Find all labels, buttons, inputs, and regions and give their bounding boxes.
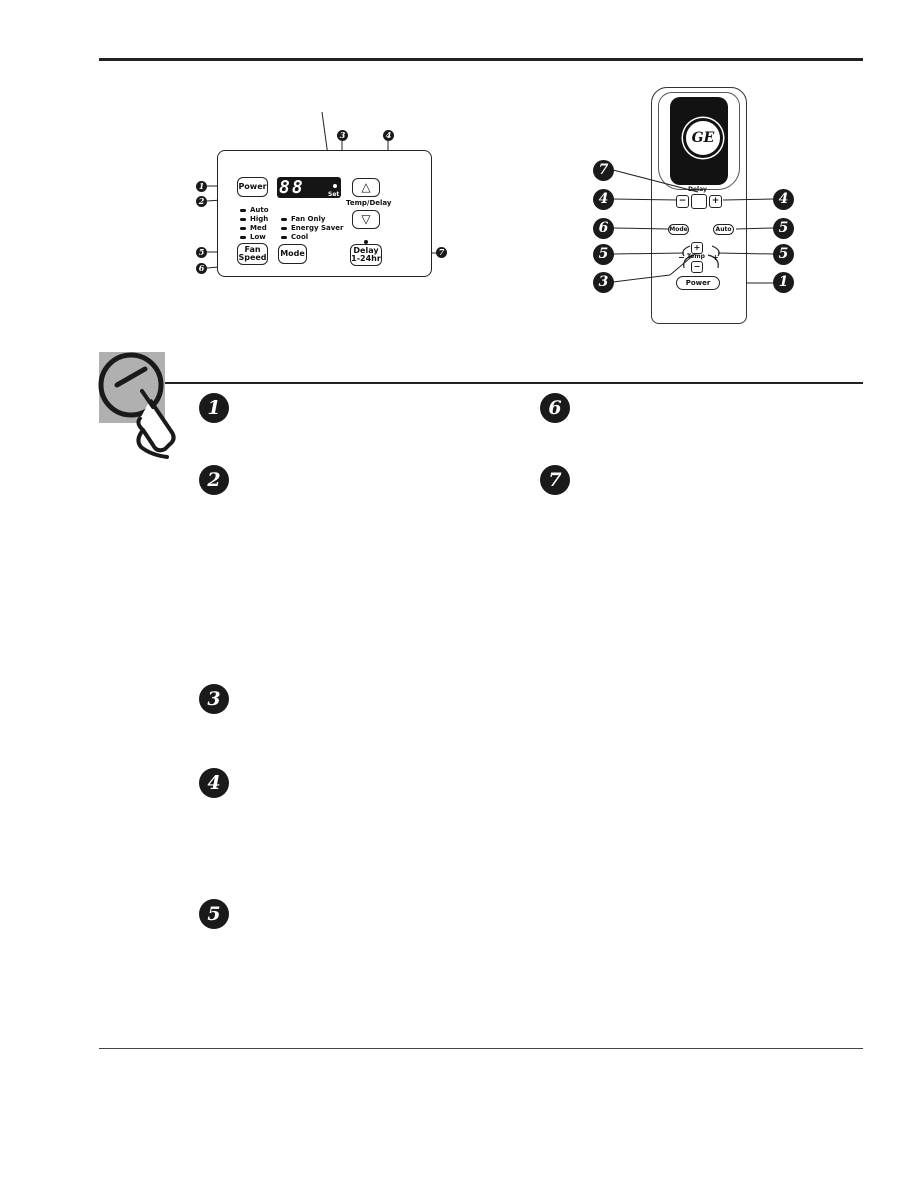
feature-number-6: 6 [540, 393, 570, 423]
remote-callout-1: 1 [773, 272, 794, 293]
panel-callout-5: 5 [196, 247, 207, 258]
set-indicator-led [333, 184, 337, 188]
remote-callout-5-right: 5 [773, 244, 794, 265]
temp-down-button[interactable]: ▽ [352, 210, 380, 229]
plus-icon: + [693, 243, 701, 252]
temp-delay-label: Temp/Delay [346, 199, 392, 207]
led-low: Low [240, 232, 266, 242]
led-auto: Auto [240, 205, 269, 215]
delay-label-line2: 1-24hr [351, 254, 381, 263]
panel-mode-label: Mode [280, 248, 305, 258]
remote-temp-down-button[interactable]: − [691, 261, 703, 273]
set-label: Set [328, 191, 340, 198]
remote-power-button[interactable]: Power [676, 276, 720, 290]
minus-icon: − [693, 262, 701, 271]
panel-power-button[interactable]: Power [237, 177, 268, 197]
remote-callout-7: 7 [593, 160, 614, 181]
remote-top-bezel [658, 92, 740, 190]
led-cool: Cool [281, 232, 308, 242]
finger-pressing-button-icon [98, 352, 176, 459]
remote-power-label: Power [685, 279, 711, 287]
remote-mode-label: Mode [669, 226, 688, 233]
remote-leader-lines [612, 169, 774, 284]
panel-fan-speed-button[interactable]: Fan Speed [237, 243, 268, 265]
remote-callout-5-left: 5 [593, 244, 614, 265]
display-digits: 88 [279, 177, 305, 198]
feature-number-2: 2 [199, 465, 229, 495]
panel-callout-4: 4 [383, 130, 394, 141]
remote-auto-label: Auto [715, 226, 732, 233]
panel-callout-3: 3 [337, 130, 348, 141]
remote-callout-4-left: 4 [593, 189, 614, 210]
section-rule [165, 382, 863, 384]
remote-temp-label: Temp [687, 253, 705, 260]
panel-mode-button[interactable]: Mode [278, 244, 307, 264]
remote-fan-plus-button[interactable]: + [712, 253, 719, 262]
fan-speed-label-line2: Speed [238, 253, 267, 262]
remote-delay-plus-button[interactable]: + [709, 195, 722, 208]
remote-callout-4-right: 4 [773, 189, 794, 210]
temp-up-button[interactable]: △ [352, 178, 380, 197]
feature-number-7: 7 [540, 465, 570, 495]
remote-callout-6: 6 [593, 218, 614, 239]
remote-auto-button[interactable]: Auto [713, 224, 734, 235]
led-energy-saver: Energy Saver [281, 223, 344, 233]
plus-icon: + [711, 196, 720, 206]
panel-callout-6: 6 [196, 263, 207, 274]
remote-callout-5-top: 5 [773, 218, 794, 239]
delay-indicator-led [364, 240, 368, 244]
feature-number-4: 4 [199, 768, 229, 798]
remote-fan-minus-button[interactable]: − [678, 253, 685, 262]
arrow-down-icon: ▽ [361, 212, 371, 227]
remote-temp-up-button[interactable]: + [691, 242, 703, 254]
bottom-rule [99, 1048, 863, 1049]
arrow-up-icon: △ [361, 180, 371, 195]
remote-delay-minus-button[interactable]: − [676, 195, 689, 208]
top-rule [99, 58, 863, 61]
led-high: High [240, 214, 268, 224]
temperature-display [277, 177, 341, 198]
delay-label-line1: Delay [353, 245, 379, 255]
led-med: Med [240, 223, 267, 233]
ge-logo-icon: GE [683, 118, 723, 158]
remote-delay-label: Delay [688, 186, 707, 193]
panel-power-label: Power [238, 181, 267, 191]
feature-number-5: 5 [199, 899, 229, 929]
remote-delay-button[interactable] [691, 194, 707, 209]
remote-mode-button[interactable]: Mode [668, 224, 689, 235]
fan-speed-label-line1: Fan [244, 244, 261, 254]
panel-callout-1: 1 [196, 181, 207, 192]
led-fan-only: Fan Only [281, 214, 325, 224]
panel-callout-2: 2 [196, 196, 207, 207]
remote-callout-3: 3 [593, 272, 614, 293]
minus-icon: − [678, 196, 687, 206]
feature-number-1: 1 [199, 393, 229, 423]
panel-callout-7: 7 [436, 247, 447, 258]
panel-delay-button[interactable]: Delay 1-24hr [350, 244, 382, 266]
feature-number-3: 3 [199, 684, 229, 714]
